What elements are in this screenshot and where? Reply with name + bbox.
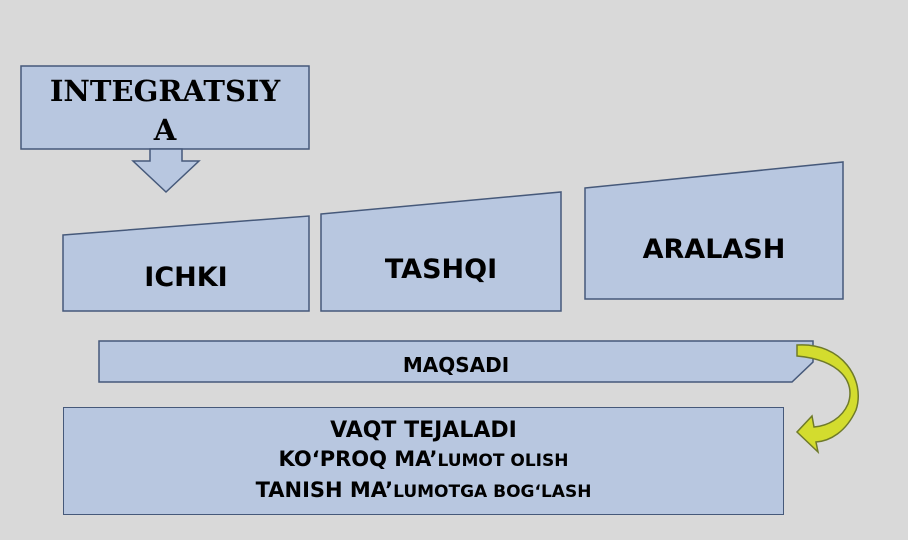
result-line-3: TANISH MA’LUMOTGA BOG‘LASH (256, 476, 592, 507)
result-line-3-main: TANISH MA’ (255, 477, 394, 502)
type-box-ichki (62, 215, 310, 312)
result-line-2: KO‘PROQ MA’LUMOT OLISH (279, 445, 569, 476)
result-line-2-main: KO‘PROQ MA’ (278, 446, 438, 471)
title-box (20, 65, 310, 150)
result-line-3-rest: LUMOTGA BOG‘LASH (393, 481, 592, 502)
curved-arrow-icon (795, 344, 859, 455)
result-line-1: VAQT TEJALADI (330, 417, 517, 443)
type-box-aralash (584, 161, 844, 300)
type-label-tashqi: TASHQI (385, 254, 497, 285)
type-label-aralash: ARALASH (643, 234, 786, 265)
results-box: VAQT TEJALADI KO‘PROQ MA’LUMOT OLISH TAN… (63, 407, 784, 515)
title-line-1: INTEGRATSIY (50, 74, 281, 108)
purpose-label: MAQSADI (403, 353, 509, 377)
result-line-2-rest: LUMOT OLISH (437, 450, 569, 471)
type-box-tashqi (320, 191, 562, 312)
type-label-ichki: ICHKI (144, 262, 227, 293)
down-arrow-icon (131, 148, 201, 194)
title-line-2: A (153, 113, 177, 147)
purpose-bar (98, 340, 814, 383)
